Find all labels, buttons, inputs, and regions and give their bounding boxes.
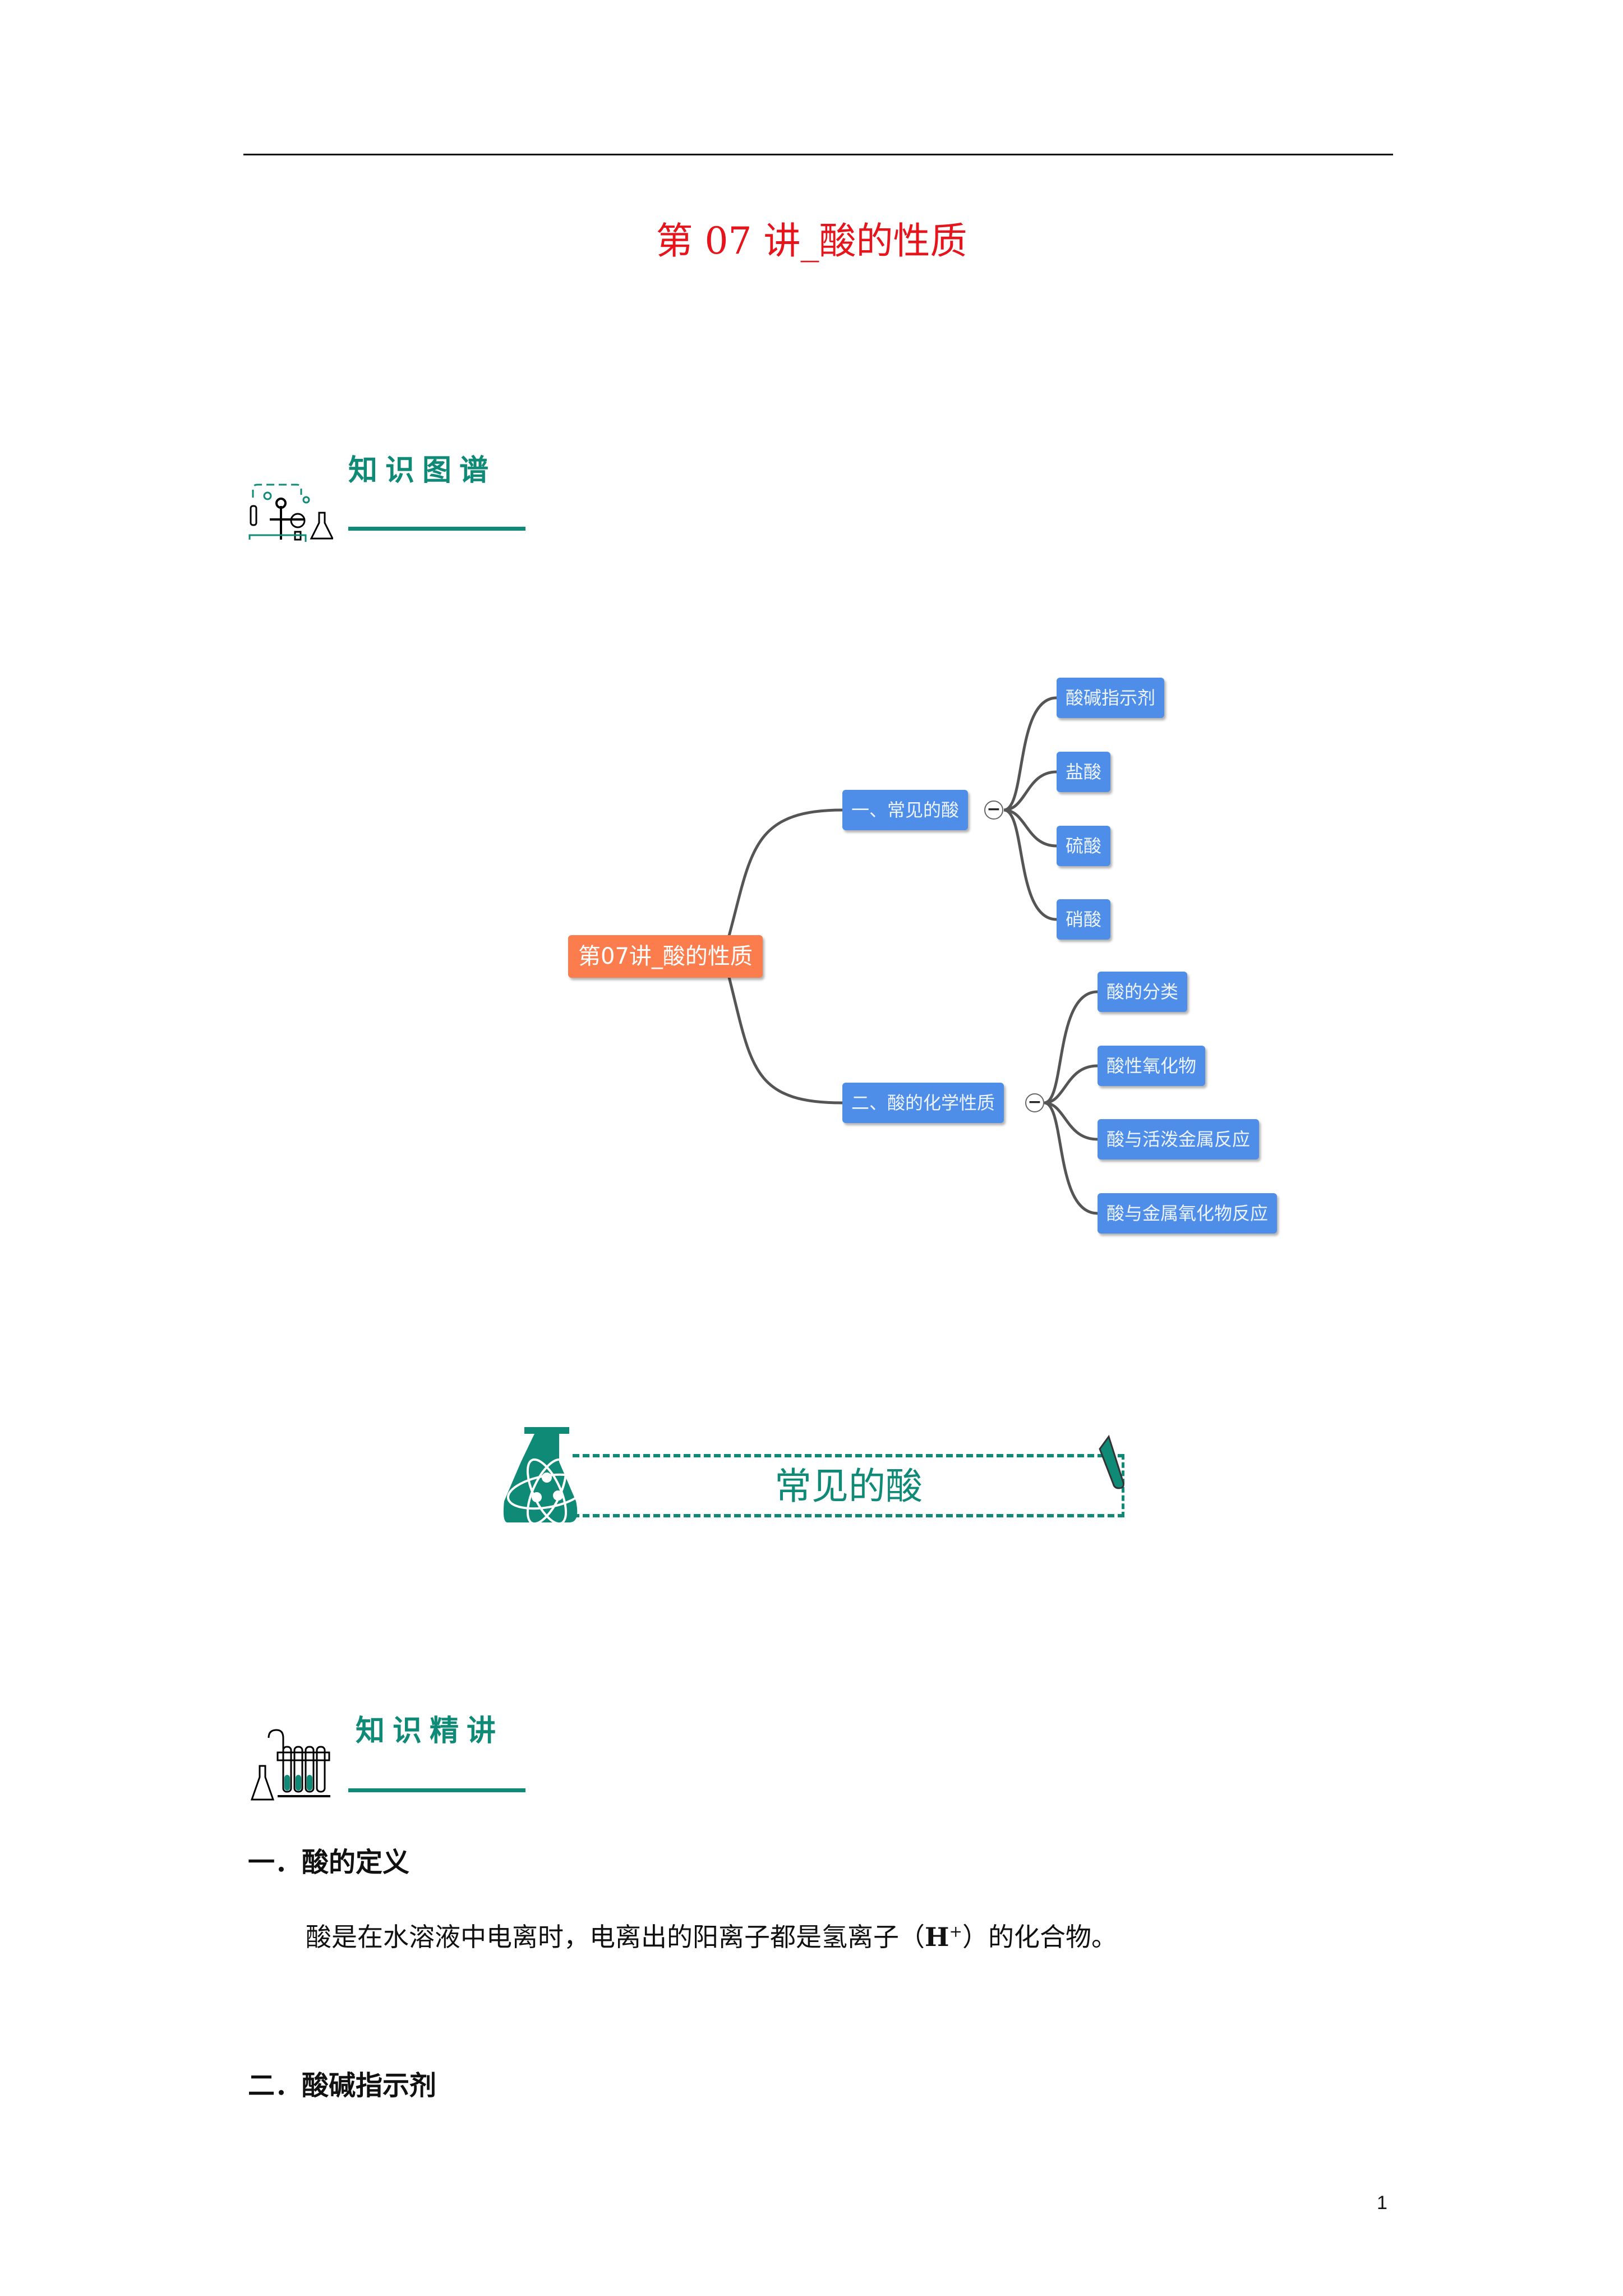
section-underline	[348, 527, 525, 531]
page-number: 1	[1377, 2192, 1387, 2214]
mindmap-leaf[interactable]: 酸碱指示剂	[1057, 678, 1165, 718]
mindmap-leaf[interactable]: 酸与活泼金属反应	[1098, 1119, 1260, 1159]
mindmap-branch-common-acids[interactable]: 一、常见的酸	[842, 790, 969, 830]
flask-atom-icon	[502, 1427, 598, 1525]
section-header-knowledge-explain: 知识精讲	[356, 1714, 504, 1748]
mindmap-leaf[interactable]: 酸的分类	[1098, 972, 1188, 1012]
hydrogen-ion: H	[925, 1922, 949, 1952]
section-underline	[348, 1788, 525, 1792]
collapse-toggle-icon[interactable]: −	[984, 800, 1003, 820]
ion-charge: +	[949, 1922, 962, 1941]
header-rule	[243, 154, 1393, 155]
paragraph-text: 酸是在水溶液中电离时，电离出的阳离子都是氢离子（	[306, 1922, 925, 1952]
acid-definition-paragraph: 酸是在水溶液中电离时，电离出的阳离子都是氢离子（H+）的化合物。	[306, 1917, 1117, 1954]
test-tube-rack-icon	[246, 1727, 333, 1801]
mindmap-leaf[interactable]: 硫酸	[1057, 826, 1111, 866]
lab-equipment-icon	[246, 472, 334, 542]
page-title: 第 07 讲_酸的性质	[656, 219, 967, 263]
collapse-toggle-icon[interactable]: −	[1025, 1093, 1044, 1112]
paragraph-text: ）的化合物。	[962, 1922, 1117, 1952]
mindmap-root-node[interactable]: 第07讲_酸的性质	[568, 935, 763, 978]
mindmap-leaf[interactable]: 硝酸	[1057, 899, 1111, 940]
section-header-knowledge-map: 知识图谱	[348, 453, 497, 487]
heading-acid-base-indicator: 二．酸碱指示剂	[248, 2070, 437, 2101]
heading-acid-definition: 一．酸的定义	[248, 1847, 410, 1878]
test-tube-icon	[1096, 1433, 1136, 1489]
mindmap-branch-chemical-properties[interactable]: 二、酸的化学性质	[842, 1083, 1004, 1123]
mindmap-leaf[interactable]: 酸性氧化物	[1098, 1046, 1206, 1086]
mindmap-leaf[interactable]: 盐酸	[1057, 752, 1111, 792]
mindmap-connectors	[727, 696, 1098, 1215]
mindmap-leaf[interactable]: 酸与金属氧化物反应	[1098, 1193, 1278, 1234]
banner-title: 常见的酸	[774, 1465, 923, 1508]
